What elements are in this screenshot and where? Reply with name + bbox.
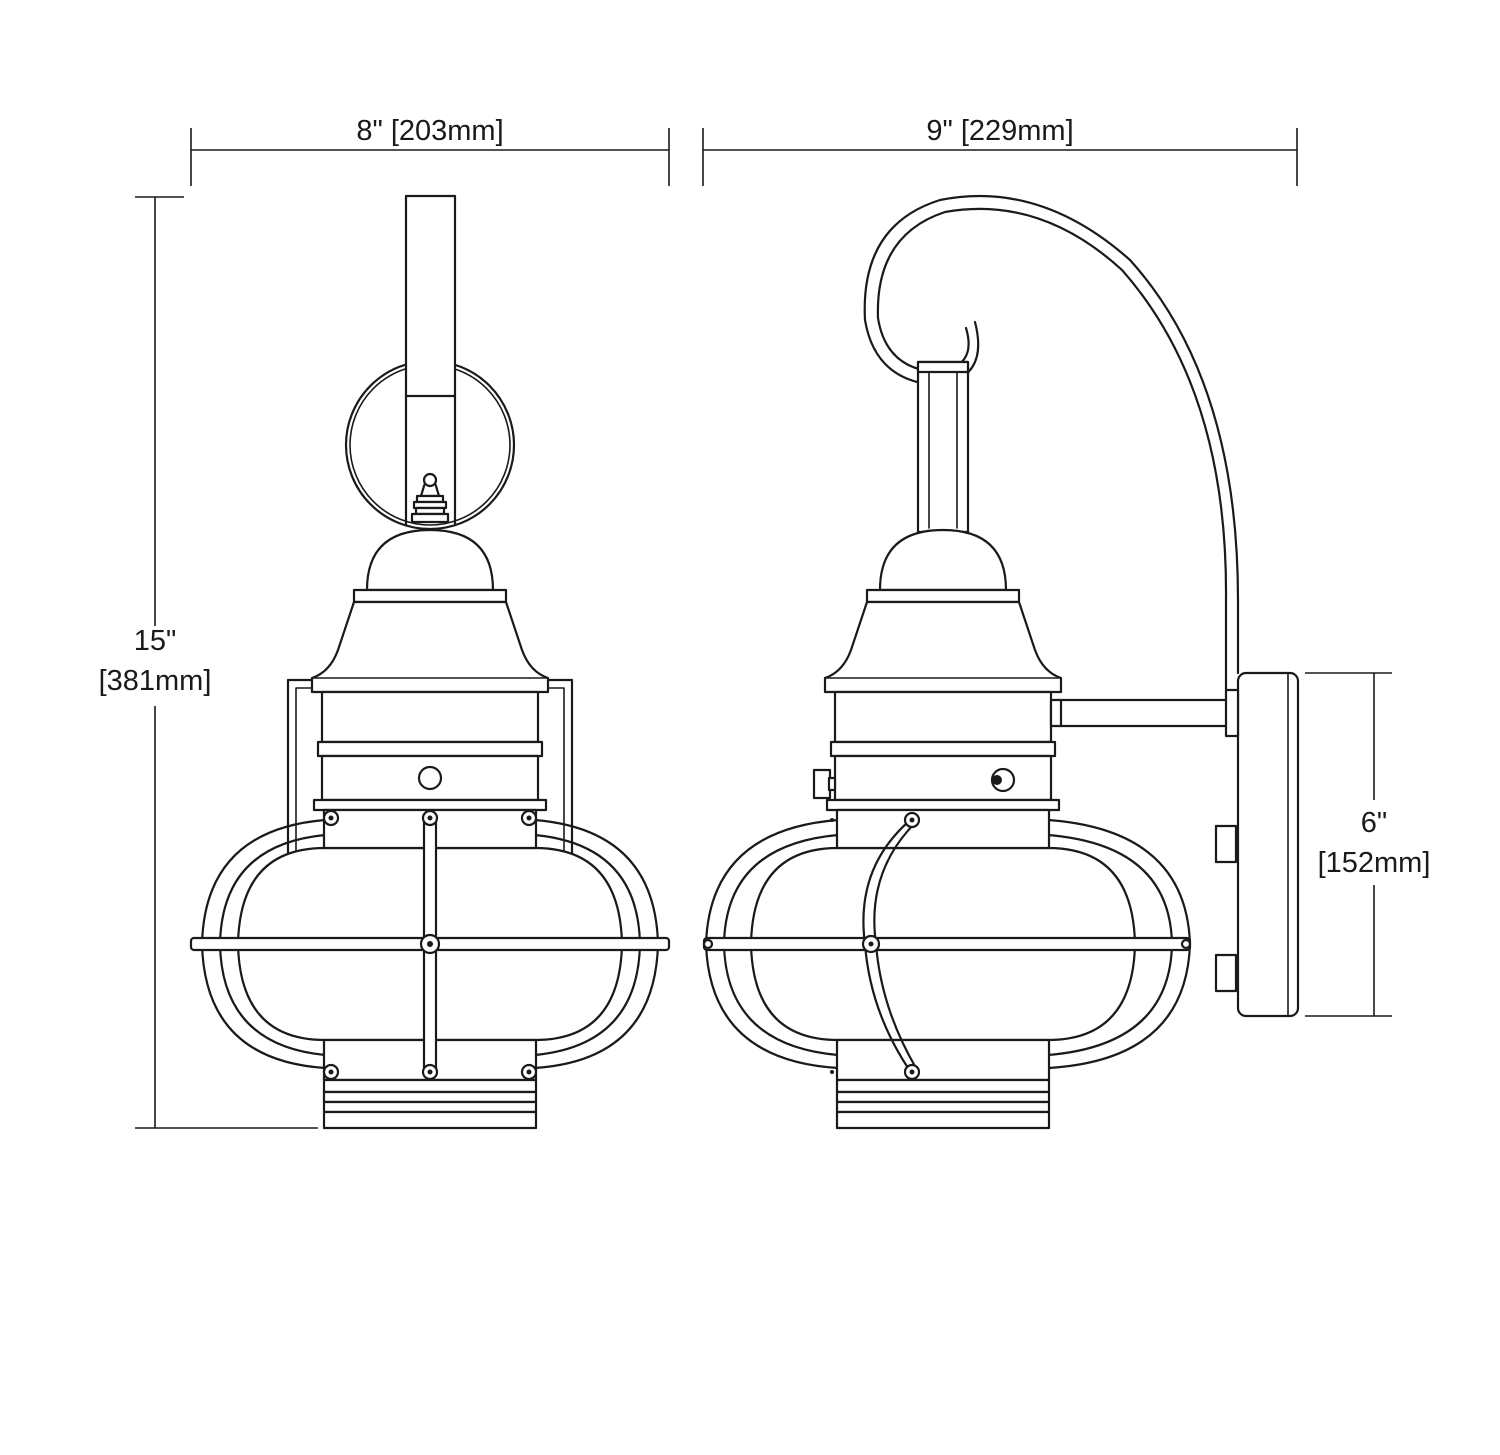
side-vertical-stem xyxy=(916,360,970,534)
depth-dimension-side: 9" [229mm] xyxy=(702,115,1298,186)
side-horizontal-arm xyxy=(1058,698,1232,728)
width-dimension-front: 8" [203mm] xyxy=(190,115,670,186)
side-wall-plate xyxy=(1236,671,1300,1018)
front-rivets xyxy=(322,809,538,1081)
height-inch-label: 15" xyxy=(134,625,177,657)
height-dimension: 15" [381mm] xyxy=(99,196,318,1129)
front-width-label: 8" [203mm] xyxy=(356,115,503,147)
wall-plate-screw-1 xyxy=(1214,824,1238,864)
front-dome xyxy=(365,528,495,592)
backplate-dimension: 6" [152mm] xyxy=(1305,672,1431,1017)
side-knob xyxy=(812,768,832,800)
finial xyxy=(410,472,450,524)
side-view xyxy=(702,194,1300,1130)
front-hood xyxy=(310,600,550,694)
front-base xyxy=(322,1078,538,1130)
backplate-inch-label: 6" xyxy=(1361,807,1387,839)
wall-plate-screw-2 xyxy=(1214,953,1238,993)
front-arm-bar xyxy=(404,194,457,398)
side-dome xyxy=(878,528,1008,592)
side-hood xyxy=(823,600,1063,694)
side-depth-label: 9" [229mm] xyxy=(926,115,1073,147)
side-cage-band xyxy=(702,936,1192,952)
backplate-mm-label: [152mm] xyxy=(1318,847,1431,879)
height-mm-label: [381mm] xyxy=(99,665,212,697)
side-rivets xyxy=(830,811,921,1081)
side-base xyxy=(835,1078,1051,1130)
front-view xyxy=(189,194,671,1130)
front-vent-hole xyxy=(417,765,443,791)
